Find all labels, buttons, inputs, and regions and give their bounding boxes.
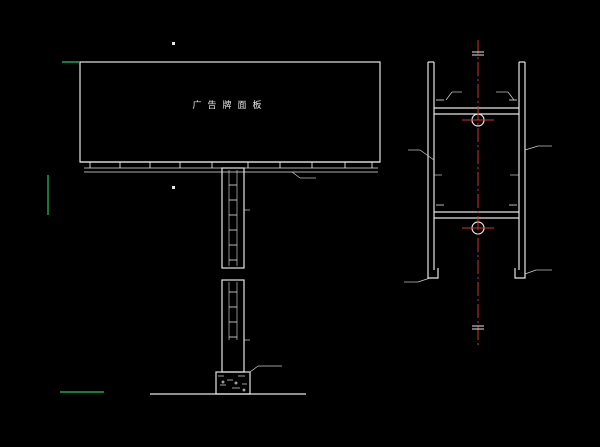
centerline [462, 40, 494, 345]
side-brackets [436, 99, 517, 206]
column-stiffeners [229, 184, 237, 338]
centerline-breaks [472, 51, 484, 330]
side-left-foot [427, 268, 439, 279]
side-section [427, 61, 526, 279]
front-elevation [79, 61, 381, 395]
leaders-side [404, 91, 552, 283]
foundation-hatch [218, 375, 247, 392]
leaders-front [244, 171, 316, 373]
section-markers [172, 42, 175, 189]
beam-ticks [89, 162, 373, 168]
side-right-foot [514, 268, 526, 279]
panel-label: 广告牌面板 [192, 101, 268, 111]
column-upper [221, 167, 245, 269]
dimension-lines [47, 61, 104, 393]
billboard-panel [79, 61, 381, 163]
column-lower [221, 279, 245, 373]
